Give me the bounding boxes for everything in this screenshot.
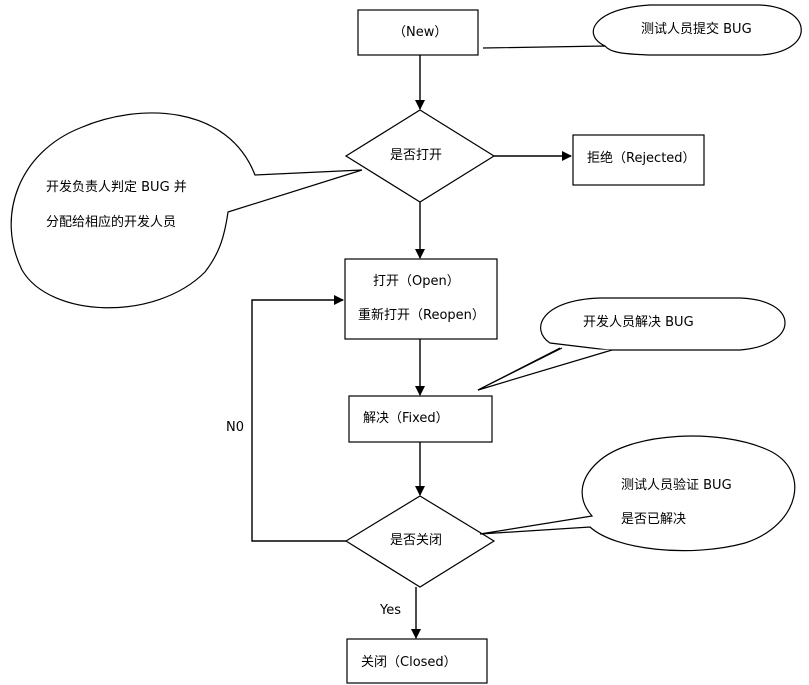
node-fixed-label: 解决（Fixed） — [363, 411, 449, 426]
node-open-label-1: 打开（Open） — [373, 274, 460, 289]
edge-label-no: N0 — [226, 420, 244, 435]
open-box — [344, 258, 498, 340]
edge-no-loop — [251, 295, 346, 542]
callout-verify-text-2: 是否已解决 — [621, 512, 687, 527]
node-decision-close-label: 是否关闭 — [390, 533, 443, 548]
callout-dev-fix-tail — [477, 347, 613, 391]
callout-tester-submit — [482, 4, 802, 56]
callout-tester-submit-text: 测试人员提交 BUG — [641, 22, 752, 37]
closed-box — [346, 638, 488, 684]
callout-lead-text-1: 开发负责人判定 BUG 并 — [46, 180, 187, 195]
edge-label-yes: Yes — [380, 603, 401, 618]
node-open-label-2: 重新打开（Reopen） — [358, 308, 485, 323]
node-new-label: （New） — [393, 25, 448, 40]
node-closed-label: 关闭（Closed） — [361, 655, 457, 670]
callout-tester-verify — [479, 435, 796, 552]
node-decision-open-label: 是否打开 — [390, 148, 443, 163]
fixed-box — [348, 395, 493, 443]
rejected-box — [572, 134, 705, 186]
callout-verify-text-1: 测试人员验证 BUG — [621, 478, 732, 493]
node-rejected-label: 拒绝（Rejected） — [587, 151, 696, 166]
callout-lead-text-2: 分配给相应的开发人员 — [46, 215, 177, 230]
decision-close-diamond — [344, 495, 496, 588]
callout-dev-fix-text: 开发人员解决 BUG — [583, 315, 694, 330]
new-box — [357, 9, 479, 56]
callout-lead-assign — [10, 112, 363, 309]
